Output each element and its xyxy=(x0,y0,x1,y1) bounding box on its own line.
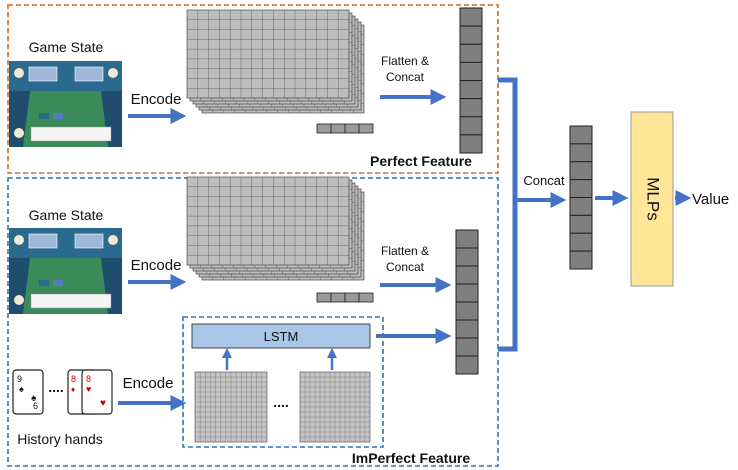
history-grid-right xyxy=(299,371,371,443)
spade-icon: ♠ xyxy=(19,384,24,394)
card-rank-front: 8 xyxy=(86,374,91,384)
vector-cell xyxy=(455,337,479,357)
vector-cell xyxy=(459,134,483,154)
vector-cell xyxy=(459,61,483,81)
vector-cell xyxy=(459,80,483,100)
vector-cell xyxy=(459,7,483,27)
strip-cell xyxy=(358,123,374,134)
strip-cell xyxy=(330,123,346,134)
heart-icon: ♥ xyxy=(86,384,91,394)
history-encode-label: Encode xyxy=(123,375,174,392)
perfect-feature-planes xyxy=(186,9,365,114)
history-card-spade: 9 6 ♠ ♠ xyxy=(12,369,44,415)
history-card-hearts-pair: 8 8 ♦ ♥ ♥ xyxy=(67,369,113,415)
feature-plane xyxy=(186,9,350,99)
strip-cell xyxy=(316,292,332,303)
history-hands-label: History hands xyxy=(17,431,103,447)
strip-cell xyxy=(344,292,360,303)
concat-label: Concat xyxy=(523,173,565,188)
vector-cell xyxy=(569,197,593,216)
vector-cell xyxy=(459,98,483,118)
vector-cell xyxy=(455,319,479,339)
imperfect-game-state-label: Game State xyxy=(29,207,104,223)
perfect-flatten-label: Flatten & xyxy=(381,54,429,68)
perfect-encode-label: Encode xyxy=(131,91,182,108)
vector-cell xyxy=(459,116,483,136)
strip-cell xyxy=(344,123,360,134)
vector-cell xyxy=(455,229,479,249)
lstm-block xyxy=(191,323,371,349)
perfect-game-state-label: Game State xyxy=(29,39,104,55)
card-rank-back: 8 xyxy=(71,374,76,384)
history-cards-ellipsis: .... xyxy=(48,379,64,395)
card-rank-bottom: 6 xyxy=(33,401,38,411)
vector-cell xyxy=(459,25,483,45)
vector-cell xyxy=(569,214,593,234)
mlp-block xyxy=(630,111,674,287)
diamond-icon: ♦ xyxy=(71,385,75,394)
perfect-feature-vector xyxy=(459,7,483,154)
vector-cell xyxy=(569,232,593,252)
spade-icon-large: ♠ xyxy=(31,393,37,404)
perfect-concat-label: Concat xyxy=(386,70,425,84)
imperfect-extra-feature-strip xyxy=(316,292,374,303)
concat-feature-vector xyxy=(569,125,593,270)
merge-bracket xyxy=(498,77,518,352)
vector-cell xyxy=(569,125,593,145)
vector-cell xyxy=(455,301,479,321)
strip-cell xyxy=(358,292,374,303)
lstm-label: LSTM xyxy=(264,329,299,344)
vector-cell xyxy=(455,355,479,375)
feature-plane xyxy=(186,176,350,266)
imperfect-encode-label: Encode xyxy=(131,257,182,274)
imperfect-feature-planes xyxy=(186,176,365,281)
strip-cell xyxy=(316,123,332,134)
value-label: Value xyxy=(692,191,729,208)
imperfect-feature-title: ImPerfect Feature xyxy=(352,450,470,466)
imperfect-game-board-image xyxy=(9,228,122,314)
vector-cell xyxy=(569,250,593,270)
perfect-extra-feature-strip xyxy=(316,123,374,134)
vector-cell xyxy=(459,43,483,63)
strip-cell xyxy=(330,292,346,303)
vector-cell xyxy=(569,143,593,163)
heart-icon-large: ♥ xyxy=(100,398,106,409)
vector-cell xyxy=(569,179,593,198)
vector-cell xyxy=(455,283,479,303)
history-grid-ellipsis: .... xyxy=(273,394,289,410)
vector-cell xyxy=(455,265,479,285)
vector-cell xyxy=(569,161,593,181)
history-grid-left xyxy=(194,371,268,443)
imperfect-feature-vector xyxy=(455,229,479,375)
perfect-feature-box xyxy=(7,4,499,174)
perfect-game-board-image xyxy=(9,61,122,147)
vector-cell xyxy=(455,247,479,267)
perfect-feature-title: Perfect Feature xyxy=(370,153,472,169)
imperfect-concat-label: Concat xyxy=(386,260,425,274)
imperfect-flatten-label: Flatten & xyxy=(381,244,429,258)
card-rank-top: 9 xyxy=(17,374,22,384)
mlp-label: MLPs xyxy=(644,177,663,220)
lstm-box xyxy=(182,316,384,448)
